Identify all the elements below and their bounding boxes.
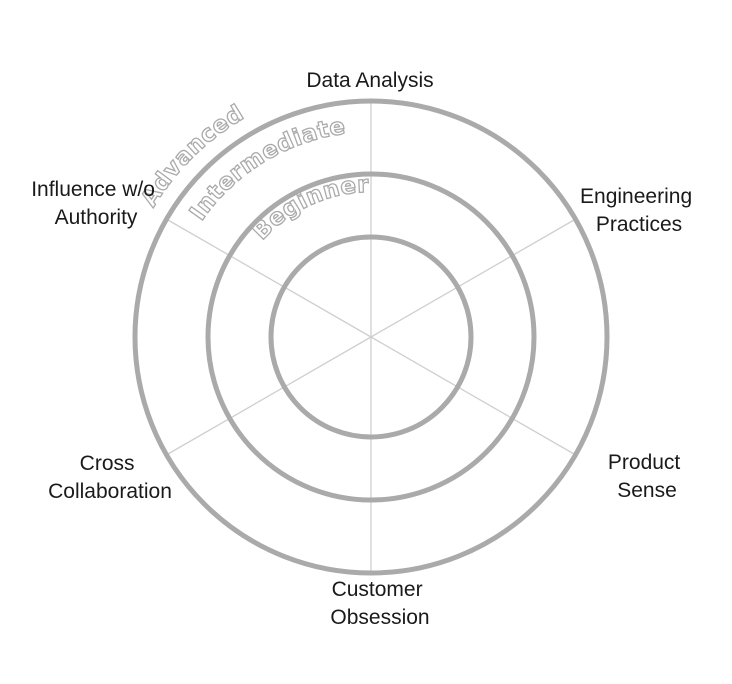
axis-label-data-analysis: Data Analysis — [306, 69, 433, 92]
spoke-cross-collaboration — [167, 336, 372, 455]
axis-label-customer-obsession: Customer Obsession — [330, 578, 429, 629]
level-label-beginner: Beginner — [248, 172, 370, 245]
axis-labels: Data Analysis Engineering Practices Prod… — [31, 69, 698, 629]
spoke-product-sense — [370, 336, 575, 455]
axis-label-engineering-practices: Engineering Practices — [580, 185, 698, 236]
axis-label-cross-collaboration: Cross Collaboration — [48, 452, 172, 503]
level-labels: Beginner Intermediate Advanced — [136, 100, 370, 246]
axis-label-influence-authority: Influence w/o Authority — [31, 178, 161, 229]
spokes — [167, 102, 575, 572]
ring-beginner — [268, 234, 474, 440]
axis-label-product-sense: Product Sense — [608, 451, 686, 502]
spoke-engineering-practices — [370, 219, 575, 338]
ring-intermediate — [205, 171, 537, 503]
spoke-influence-authority — [167, 219, 372, 338]
ring-advanced — [132, 98, 610, 576]
rings — [132, 98, 610, 576]
